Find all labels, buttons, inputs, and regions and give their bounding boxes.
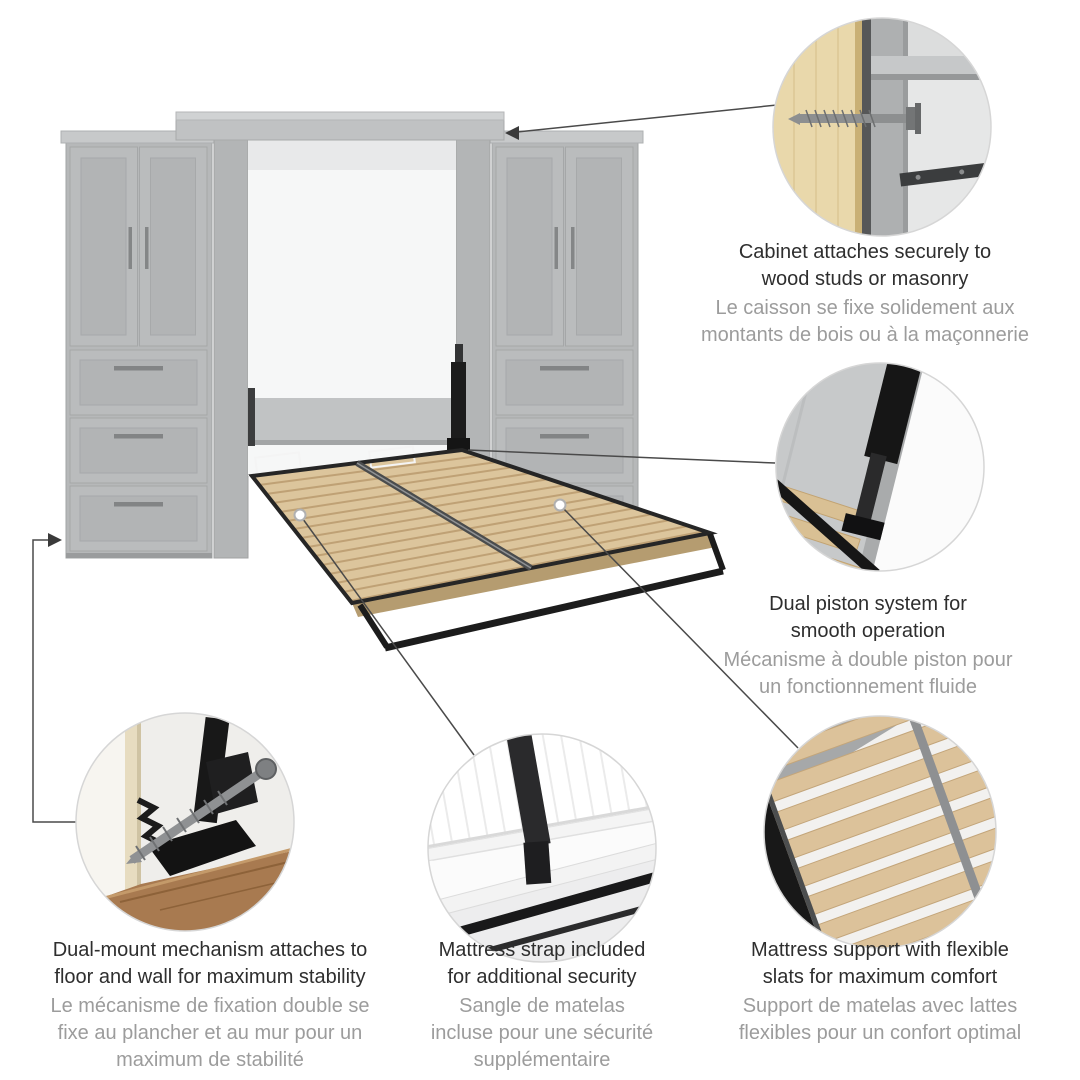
callout-circle-border [427,733,657,963]
callout-fr-dual-mount: Le mécanisme de fixation double se fixe … [50,995,370,1071]
bed-cabinet-left-panel [213,139,249,559]
left-cabinet [60,130,218,559]
cabinet-back-panel [871,18,907,236]
leader-cabinet-attachment [516,104,778,133]
callout-fr-mattress-support: Support de matelas avec lattes flexibles… [738,995,1022,1044]
bed-frame-border [248,447,718,606]
cabinet-top-panel [871,56,991,74]
bed-leg [357,603,390,649]
bed-headboard-panel [248,398,456,444]
anchor-screw [126,758,277,864]
marker-dot [293,508,307,522]
bed-platform [248,445,726,652]
marker-dot [553,498,567,512]
callout-text-cabinet-attachment: Cabinet attaches securely to wood studs … [665,239,1065,349]
center-rail [893,716,996,948]
callout-circle-border [775,362,985,572]
callout-text-mattress-strap: Mattress strap included for additional s… [342,937,742,1074]
callout-circle-border [763,715,997,949]
drawer-handle [114,366,163,371]
door-handle [128,227,132,269]
leader-mattress-support [559,504,799,749]
murphy-bed-illustration [60,111,726,652]
wood-stud [773,18,858,236]
metal-rail [450,869,656,939]
strap-band [523,840,552,885]
drawer-handle [540,434,589,439]
leader-mattress-strap [299,514,475,756]
leader-dual-piston [467,449,776,464]
right-cabinet [486,130,644,559]
callout-text-dual-piston: Dual piston system for smooth operation … [668,591,1068,701]
callout-text-dual-mount: Dual-mount mechanism attaches to floor a… [10,937,410,1074]
strap-band [503,734,551,848]
callout-en-mattress-support: Mattress support with flexible slats for… [751,939,1009,988]
drawer-handle [114,502,163,507]
callout-fr-mattress-strap: Sangle de matelas incluse pour une sécur… [430,995,654,1071]
leader-lines [32,104,799,823]
callout-en-mattress-strap: Mattress strap included for additional s… [438,939,646,988]
door-handle [571,227,575,269]
bed-cabinet-cornice [175,117,505,141]
drawer-handle [114,434,163,439]
arrow-right-icon [48,533,62,547]
bed-cabinet [175,111,505,559]
callout-circle-border [772,17,992,237]
mounting-bracket [899,162,989,187]
callout-photo-dual-mount [75,712,295,932]
callout-fr-dual-piston: Mécanisme à double piston pour un foncti… [723,649,1013,698]
spring-coil [136,797,164,847]
callout-fr-cabinet-attachment: Le caisson se fixe solidement aux montan… [701,297,1029,346]
mounting-screw [788,103,921,134]
callout-photo-cabinet-attachment [772,17,992,237]
callout-en-dual-mount: Dual-mount mechanism attaches to floor a… [52,939,368,988]
front-support-bar [384,567,724,652]
door-handle [145,227,149,269]
callout-en-cabinet-attachment: Cabinet attaches securely to wood studs … [738,241,992,290]
arrow-left-icon [505,126,519,140]
callout-photo-mattress-strap [427,733,657,963]
drawer-handle [540,366,589,371]
door-handle [554,227,558,269]
callout-text-mattress-support: Mattress support with flexible slats for… [680,937,1080,1047]
callout-photo-dual-piston [775,362,985,572]
callout-en-dual-piston: Dual piston system for smooth operation [769,593,967,642]
bed-frame-rail [776,475,880,571]
leader-dual-mount [32,539,76,823]
callout-circle-border [75,712,295,932]
bed-leg [707,532,726,572]
piston-assembly [841,363,927,541]
wood-floor [76,850,294,931]
